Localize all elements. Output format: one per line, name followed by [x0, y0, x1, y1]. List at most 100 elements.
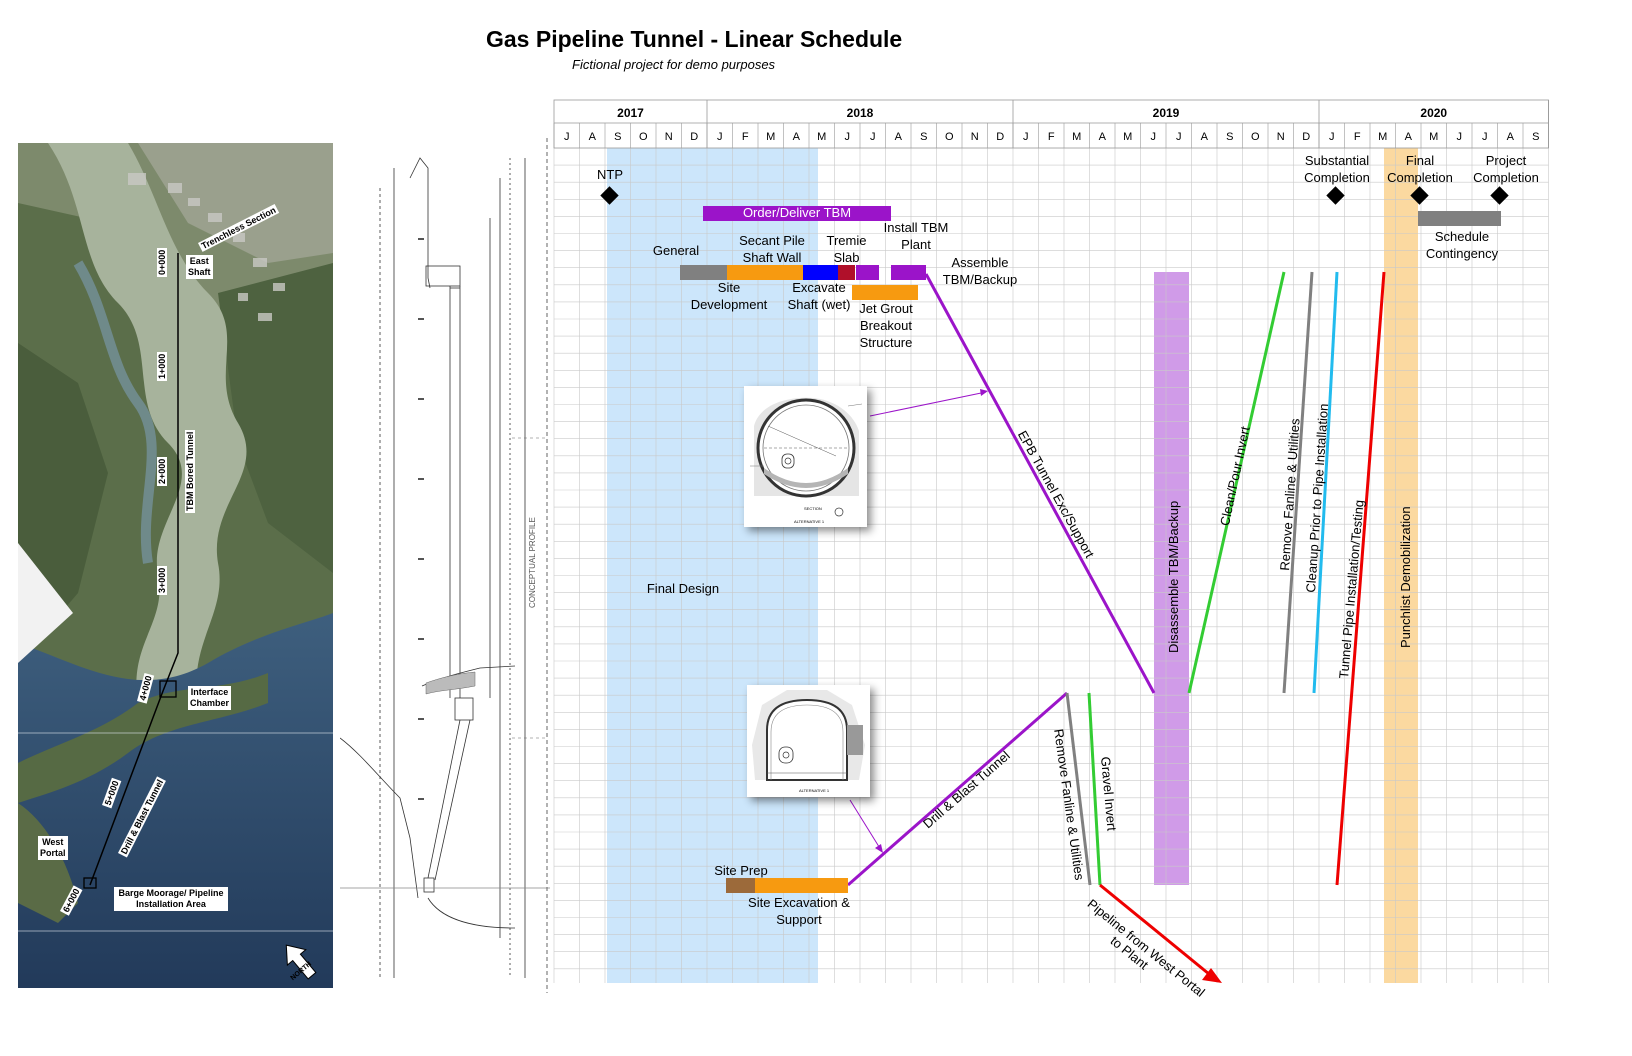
month-label: A — [1099, 131, 1107, 143]
assemble-tbm-bar — [891, 265, 926, 280]
month-label: F — [742, 131, 749, 143]
month-label: J — [564, 131, 570, 143]
month-label: D — [690, 131, 698, 143]
schedule-grid — [553, 147, 1549, 983]
month-label: F — [1354, 131, 1361, 143]
month-label: D — [1302, 131, 1310, 143]
month-label: N — [971, 131, 979, 143]
month-label: M — [1123, 131, 1132, 143]
page-subtitle: Fictional project for demo purposes — [572, 57, 776, 72]
lower-section-sub: ALTERNATIVE 1 — [799, 788, 830, 793]
general-label: General — [652, 243, 700, 258]
month-label: M — [766, 131, 775, 143]
cleanup-pipe-line — [1312, 271, 1339, 694]
site-excavation-bar — [755, 878, 848, 893]
month-label: A — [1405, 131, 1413, 143]
chainage-0: 0+000 — [157, 247, 167, 277]
month-label: M — [1378, 131, 1387, 143]
north-arrow-icon — [285, 944, 317, 980]
remove-fanline-upper-line — [1282, 271, 1314, 694]
chainage-3: 3+000 — [157, 565, 167, 595]
month-label: J — [1023, 131, 1029, 143]
tbm-tunnel-label: TBM Bored Tunnel — [185, 429, 195, 513]
pipeline-west-line — [1099, 883, 1210, 976]
lower-pointer-arrowhead-icon — [875, 844, 883, 853]
month-label: S — [1226, 131, 1233, 143]
punchlist-band — [1384, 148, 1418, 983]
year-label: 2018 — [847, 106, 874, 120]
month-label: M — [817, 131, 826, 143]
month-label: S — [920, 131, 927, 143]
upper-tunnel-section: SECTION ALTERNATIVE 1 — [744, 386, 867, 527]
gravel-invert-line — [1087, 692, 1102, 886]
order-tbm-label: Order/Deliver TBM — [742, 205, 852, 220]
lower-tunnel-section: ALTERNATIVE 1 — [747, 685, 870, 797]
ntp-label: NTP — [597, 167, 623, 182]
upper-section-caption: SECTION — [804, 506, 822, 511]
month-label: O — [639, 131, 648, 143]
month-label: A — [793, 131, 801, 143]
month-label: J — [870, 131, 876, 143]
month-label: M — [1429, 131, 1438, 143]
month-label: O — [945, 131, 954, 143]
disassemble-label: Disassemble TBM/Backup — [1166, 500, 1181, 653]
install-tbm-bar — [856, 265, 879, 280]
general-bar — [680, 265, 727, 280]
conceptual-profile-label: CONCEPTUAL PROFILE — [528, 517, 537, 608]
final-design-label: Final Design — [646, 581, 720, 596]
month-label: A — [1507, 131, 1515, 143]
punchlist-label: Punchlist Demobilization — [1398, 506, 1413, 648]
month-label: M — [1072, 131, 1081, 143]
pipeline-arrowhead-icon — [1202, 968, 1222, 983]
circular-section-drawing — [750, 397, 863, 517]
upper-section-sub: ALTERNATIVE 1 — [794, 519, 825, 524]
site-prep-bar — [726, 878, 755, 893]
horseshoe-section-drawing — [752, 690, 865, 781]
site-excavation-label: Site Excavation &Support — [748, 895, 850, 927]
upper-section-pointer — [869, 391, 987, 417]
year-label: 2020 — [1420, 106, 1447, 120]
upper-pointer-arrowhead-icon — [980, 389, 988, 396]
month-label: A — [1201, 131, 1209, 143]
epb-tunnel-line — [924, 273, 1156, 694]
month-label: J — [1457, 131, 1463, 143]
disassemble-band — [1154, 272, 1189, 885]
aerial-photo — [18, 143, 333, 988]
profile-drawing: CONCEPTUAL PROFILE — [339, 138, 550, 993]
month-label: D — [996, 131, 1004, 143]
month-label: J — [1176, 131, 1182, 143]
tremie-slab-bar — [838, 265, 855, 280]
month-label: S — [614, 131, 621, 143]
year-label: 2017 — [617, 106, 644, 120]
month-label: N — [1277, 131, 1285, 143]
remove-fanline-lower-line — [1065, 692, 1092, 886]
month-label: J — [845, 131, 851, 143]
site-prep-label: Site Prep — [714, 863, 768, 878]
profile-svg — [339, 138, 550, 993]
final-design-band — [607, 148, 818, 983]
month-label: J — [1329, 131, 1335, 143]
month-label: J — [1482, 131, 1488, 143]
secant-pile-bar — [727, 265, 803, 280]
month-label: A — [589, 131, 597, 143]
order-tbm-bar: Order/Deliver TBM — [703, 205, 891, 221]
month-label: S — [1532, 131, 1539, 143]
